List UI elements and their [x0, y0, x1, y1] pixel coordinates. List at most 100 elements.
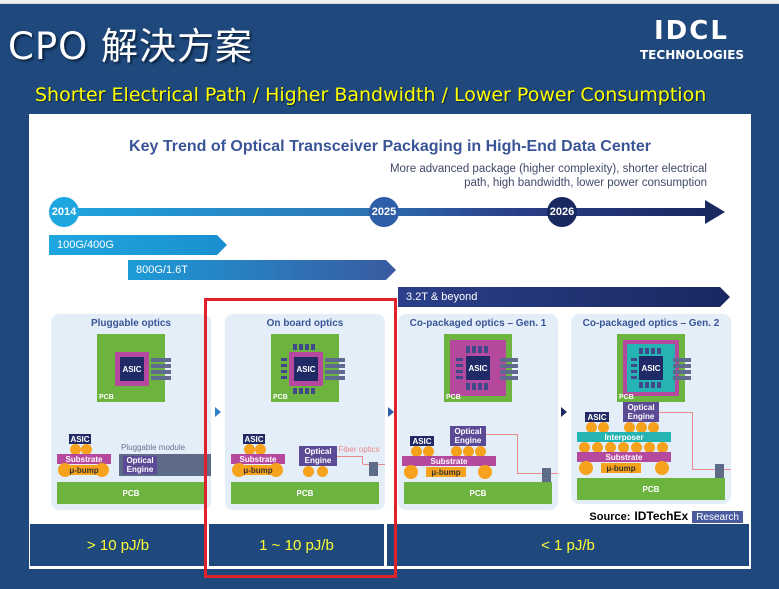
asic-block: ASIC [69, 434, 91, 444]
solder-ball [624, 422, 635, 433]
stage-cpo-gen1: Co-packaged optics – Gen. 1 ASIC PCB ASI… [398, 314, 558, 510]
timeline-arrow-icon [705, 200, 725, 224]
side-view: ASIC Optical Engine Substrate μ-bump PCB [398, 410, 558, 510]
lead [151, 376, 171, 380]
pin [639, 348, 643, 354]
diagram-panel: Key Trend of Optical Transceiver Packagi… [29, 114, 751, 525]
solder-ball [657, 442, 668, 453]
bump-label: μ-bump [243, 465, 273, 475]
pin [311, 388, 315, 394]
stage-arrow-icon [561, 407, 567, 417]
solder-ball [475, 446, 486, 457]
top-view-pcb: ASIC PCB [617, 334, 691, 402]
top-view-pcb: ASIC PCB [271, 334, 345, 402]
band-100g-400g: 100G/400G [49, 235, 227, 255]
solder-ball [592, 442, 603, 453]
lead [325, 364, 345, 368]
substrate-block: Substrate [577, 452, 671, 462]
pin [645, 382, 649, 388]
energy-cell-on-board: 1 ~ 10 pJ/b [209, 524, 384, 566]
pin [456, 364, 463, 367]
solder-ball [317, 466, 328, 477]
pin [305, 388, 309, 394]
solder-ball [605, 442, 616, 453]
solder-ball [244, 444, 255, 455]
logo-mark: IDCL [654, 16, 729, 46]
bump-label: μ-bump [426, 467, 466, 477]
stage-cpo-gen2: Co-packaged optics – Gen. 2 ASIC PCB ASI… [571, 314, 731, 504]
substrate-block: Substrate [231, 454, 285, 464]
fiber-label: Fiber optics [338, 444, 380, 454]
side-view: ASIC Optical Engine Interposer Substrate… [571, 402, 731, 504]
solder-ball [636, 422, 647, 433]
substrate-block: Substrate [57, 454, 111, 464]
pin [281, 358, 287, 361]
fiber-line [693, 469, 731, 470]
lead [325, 376, 345, 380]
slide-subtitle: Shorter Electrical Path / Higher Bandwid… [35, 84, 707, 106]
pin [311, 344, 315, 350]
bump-ball [232, 463, 246, 477]
lead [673, 376, 691, 380]
bump-ball [579, 461, 593, 475]
slide-title: CPO 解決方案 [8, 25, 254, 68]
pin [478, 383, 482, 390]
pin [639, 382, 643, 388]
pin [645, 348, 649, 354]
pin [657, 382, 661, 388]
asic-block: ASIC [410, 436, 434, 446]
pin [631, 370, 637, 373]
top-view-pcb: ASIC PCB [97, 334, 171, 402]
bump-ball [58, 463, 72, 477]
fiber-line [337, 456, 363, 464]
band-800g-1-6t: 800G/1.6T [128, 260, 396, 280]
lead [151, 364, 171, 368]
energy-cell-pluggable: > 10 pJ/b [30, 524, 206, 566]
pin [631, 364, 637, 367]
bump-ball [478, 465, 492, 479]
solder-ball [81, 444, 92, 455]
pcb-block: PCB [231, 482, 379, 504]
lead [500, 364, 518, 368]
substrate-block: Substrate [402, 456, 496, 466]
optical-engine-block: Optical Engine [123, 456, 157, 474]
lead [151, 358, 171, 362]
solder-ball [598, 422, 609, 433]
pcb-label: PCB [99, 394, 114, 401]
stage-title: Co-packaged optics – Gen. 1 [409, 318, 547, 329]
stage-arrow-icon [388, 407, 394, 417]
fiber-connector [715, 464, 724, 478]
band-3-2t-beyond: 3.2T & beyond [398, 287, 730, 307]
pin [484, 346, 488, 353]
pcb-label: PCB [446, 394, 461, 401]
pcb-block: PCB [577, 478, 725, 500]
pin [631, 376, 637, 379]
pin [456, 376, 463, 379]
asic-chip: ASIC [639, 356, 663, 380]
fiber-connector [369, 462, 378, 476]
pin [281, 370, 287, 373]
pin [281, 364, 287, 367]
pin [478, 346, 482, 353]
highlight-box-on-board-optics [204, 298, 397, 578]
pcb-block: PCB [57, 482, 205, 504]
fiber-line [659, 412, 693, 470]
solder-ball [463, 446, 474, 457]
energy-efficiency-row: > 10 pJ/b 1 ~ 10 pJ/b < 1 pJ/b [29, 523, 751, 569]
lead [151, 370, 171, 374]
pin [299, 388, 303, 394]
fiber-line [486, 434, 518, 474]
pin [293, 344, 297, 350]
optical-engine-block: Optical Engine [450, 426, 486, 446]
stage-title: On board optics [266, 318, 344, 329]
pluggable-module-label: Pluggable module [121, 442, 186, 452]
solder-ball [586, 422, 597, 433]
fiber-connector [542, 468, 551, 482]
bump-ball [404, 465, 418, 479]
top-view-pcb: ASIC PCB [444, 334, 518, 402]
pin [657, 348, 661, 354]
lead [325, 370, 345, 374]
energy-cell-cpo: < 1 pJ/b [387, 524, 749, 566]
optical-engine-block: Optical Engine [623, 402, 659, 422]
optical-engine-block: Optical Engine [299, 446, 337, 466]
